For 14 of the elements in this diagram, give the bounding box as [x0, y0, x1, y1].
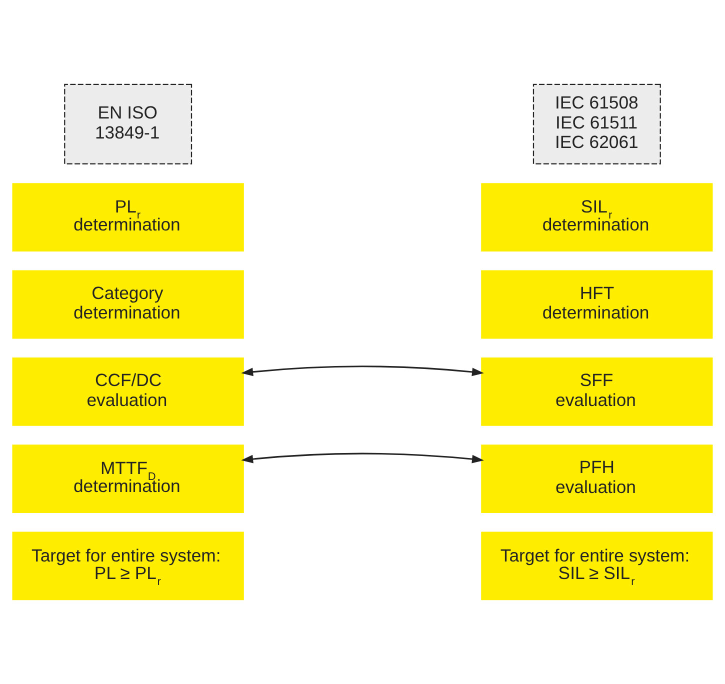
node-box: EN ISO 13849-1: [64, 84, 192, 164]
node-box: HFT determination: [481, 270, 713, 339]
node-box: Category determination: [12, 270, 244, 339]
node-box: IEC 61508 IEC 61511 IEC 62061: [532, 84, 661, 164]
node-box: MTTF$_{D}$ determination: [12, 444, 244, 513]
node-box: CCF/DC evaluation: [12, 357, 244, 426]
arrow: [241, 452, 484, 464]
node-box: PL$_{r}$ determination: [12, 183, 244, 252]
node-box: PFH evaluation: [481, 444, 713, 513]
node-box: Target for entire system: PL ≥ PL$_{r}$: [12, 532, 244, 600]
node-box: Target for entire system: SIL ≥ SIL$_{r}$: [481, 532, 713, 600]
node-box: SFF evaluation: [481, 357, 713, 426]
arrow: [241, 366, 484, 376]
node-box: SIL$_{r}$ determination: [481, 183, 713, 252]
